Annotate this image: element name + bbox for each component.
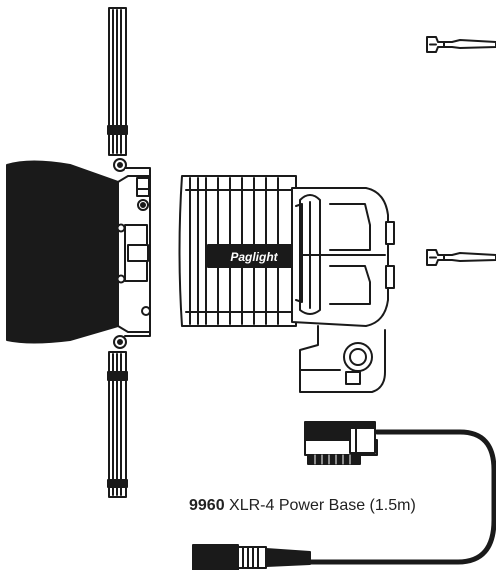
- caption-model-number: 9960: [189, 497, 225, 514]
- lamp-bulb-icon: [426, 36, 496, 53]
- power-base-icon: [304, 421, 378, 465]
- caption-description: XLR-4 Power Base (1.5m): [229, 497, 416, 514]
- lamp-mount: [299, 325, 386, 393]
- power-cable: [307, 429, 496, 565]
- lamp-body: [291, 187, 395, 327]
- barn-door-bottom-leaf: [107, 351, 128, 498]
- lamp-head-icon: [178, 175, 395, 393]
- product-label: Paglight: [230, 250, 278, 264]
- barn-door-top-leaf: [107, 7, 128, 156]
- xlr-connector-icon: [192, 544, 311, 570]
- lamp-bulb-icon-2: [426, 249, 496, 266]
- barn-door-frame: [116, 167, 151, 337]
- barn-door-side-leaf: [6, 160, 119, 344]
- barn-doors-icon: [6, 7, 151, 498]
- power-base-caption: 9960 XLR-4 Power Base (1.5m): [189, 497, 416, 515]
